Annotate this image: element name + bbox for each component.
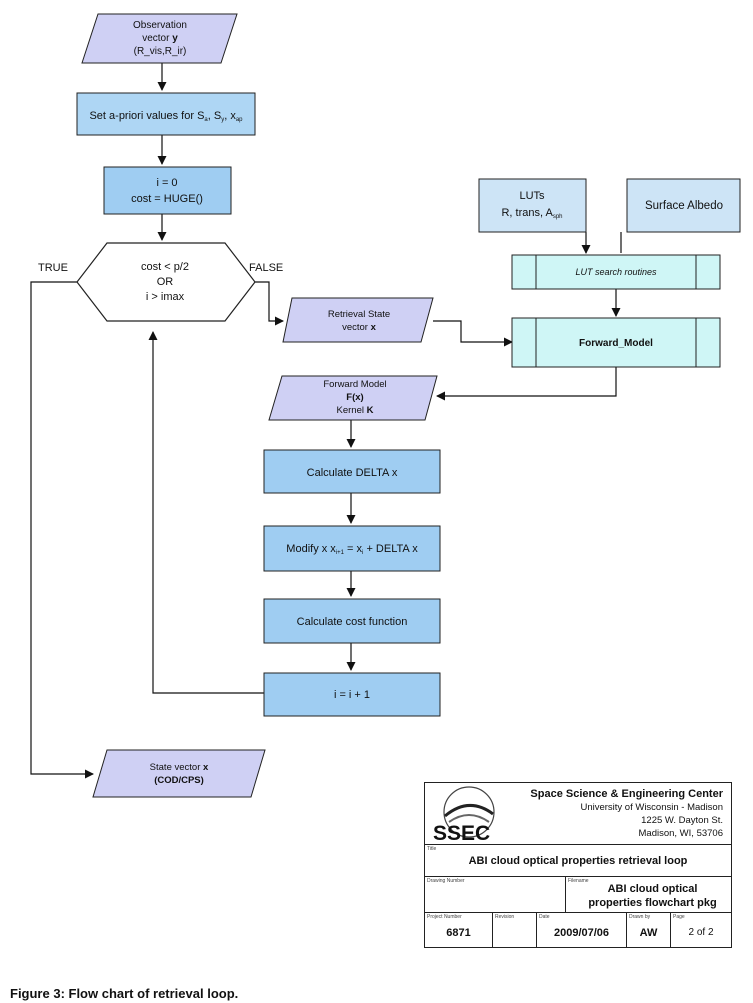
revision-cell: Revision	[493, 913, 537, 947]
drawn-by-cell: Drawn by AW	[627, 913, 671, 947]
true-label: TRUE	[38, 262, 68, 274]
drawing-number-cell: Drawing Number	[425, 877, 566, 912]
retrieval-state-line1: Retrieval State	[328, 309, 390, 320]
lut-search-node: LUT search routines	[511, 254, 721, 290]
arrow-forward-model-to-output	[436, 367, 617, 401]
page-value: 2 of 2	[688, 927, 714, 938]
luts-node: LUTs R, trans, Asph	[478, 178, 587, 233]
decision-shape	[76, 242, 256, 322]
observation-line2: vector y	[142, 33, 178, 44]
init-line2: cost = HUGE()	[131, 193, 203, 205]
revision-label: Revision	[495, 914, 515, 920]
false-label: FALSE	[249, 262, 283, 274]
luts-line1: LUTs	[519, 190, 545, 202]
drawing-number-label: Drawing Number	[427, 878, 465, 884]
observation-vector-node: Observation vector y (R_vis,R_ir)	[81, 13, 238, 64]
arrow-false-to-retrieval-state	[255, 281, 284, 326]
title-label: Title	[427, 846, 437, 852]
title-block-header: SSEC Space Science & Engineering Center …	[425, 783, 731, 845]
calc-delta-label: Calculate DELTA x	[307, 467, 398, 479]
state-vector-line1: State vector x	[150, 762, 209, 773]
decision-node: cost < p/2 OR i > imax TRUE FALSE	[38, 242, 283, 322]
project-number-cell: Project Number 6871	[425, 913, 493, 947]
init-node: i = 0 cost = HUGE()	[103, 166, 232, 215]
modify-node: Modify x xi+1 = xi + DELTA x	[263, 525, 441, 572]
luts-line2: R, trans, Asph	[501, 207, 562, 220]
forward-output-line3: Kernel K	[337, 405, 374, 416]
arrow-retrieval-state-to-forward-model	[433, 320, 513, 347]
forward-output-line2: F(x)	[346, 392, 363, 403]
observation-line3: (R_vis,R_ir)	[134, 46, 187, 57]
drawn-by-label: Drawn by	[629, 914, 651, 920]
apriori-label: Set a-priori values for Sa, Sy, xap	[89, 110, 243, 123]
ssec-logo-text: SSEC	[433, 822, 490, 844]
org-line3: 1225 W. Dayton St.	[641, 815, 723, 826]
decision-line1: cost < p/2	[141, 261, 189, 273]
decision-line3: i > imax	[146, 291, 185, 303]
org-address: Space Science & Engineering Center Unive…	[530, 788, 723, 840]
cost-function-node: Calculate cost function	[263, 598, 441, 644]
title-block: SSEC Space Science & Engineering Center …	[424, 782, 732, 948]
page-cell: Page 2 of 2	[671, 913, 731, 947]
drawing-title: ABI cloud optical properties retrieval l…	[468, 855, 688, 867]
decision-line2: OR	[157, 276, 174, 288]
project-row: Project Number 6871 Revision Date 2009/0…	[425, 913, 731, 947]
lut-search-label: LUT search routines	[575, 267, 657, 277]
filename-row: Drawing Number Filename ABI cloud optica…	[425, 877, 731, 913]
date-value: 2009/07/06	[553, 927, 610, 939]
ssec-logo: SSEC	[433, 786, 495, 844]
increment-label: i = i + 1	[334, 689, 370, 701]
forward-output-line1: Forward Model	[323, 379, 386, 390]
drawn-by-value: AW	[639, 927, 658, 939]
retrieval-state-shape	[282, 297, 434, 343]
forward-model-label: Forward_Model	[579, 338, 653, 349]
forward-model-node: Forward_Model	[511, 317, 721, 368]
observation-shape	[81, 13, 238, 64]
apriori-node: Set a-priori values for Sa, Sy, xap	[76, 92, 256, 136]
arrow-true-to-state-vector	[30, 281, 94, 779]
state-vector-line2: (COD/CPS)	[154, 775, 204, 786]
org-line4: Madison, WI, 53706	[638, 828, 724, 839]
calc-delta-node: Calculate DELTA x	[263, 449, 441, 494]
modify-label: Modify x xi+1 = xi + DELTA x	[286, 543, 418, 556]
surface-albedo-label: Surface Albedo	[645, 200, 723, 212]
state-vector-node: State vector x (COD/CPS)	[92, 749, 266, 798]
filename-value: ABI cloud optical properties flowchart p…	[588, 883, 717, 909]
observation-line1: Observation	[133, 20, 187, 31]
figure-caption: Figure 3: Flow chart of retrieval loop.	[10, 986, 239, 1001]
init-line1: i = 0	[156, 177, 177, 189]
forward-output-shape	[268, 375, 438, 421]
arrow-increment-to-decision	[148, 331, 264, 694]
filename-cell: Filename ABI cloud optical properties fl…	[566, 877, 731, 912]
title-row: Title ABI cloud optical properties retri…	[425, 845, 731, 877]
date-label: Date	[539, 914, 550, 920]
project-number-value: 6871	[446, 927, 471, 939]
retrieval-state-node: Retrieval State vector x	[282, 297, 434, 343]
cost-function-label: Calculate cost function	[297, 616, 408, 628]
retrieval-state-line2: vector x	[342, 322, 377, 333]
surface-albedo-node: Surface Albedo	[626, 178, 741, 233]
project-number-label: Project Number	[427, 914, 462, 920]
increment-node: i = i + 1	[263, 672, 441, 717]
filename-label: Filename	[568, 878, 589, 884]
org-line2: University of Wisconsin - Madison	[580, 802, 723, 813]
page-label: Page	[673, 914, 685, 920]
forward-output-node: Forward Model F(x) Kernel K	[268, 375, 438, 421]
state-vector-shape	[92, 749, 266, 798]
date-cell: Date 2009/07/06	[537, 913, 627, 947]
connectors	[30, 63, 622, 779]
org-name: Space Science & Engineering Center	[530, 788, 723, 800]
